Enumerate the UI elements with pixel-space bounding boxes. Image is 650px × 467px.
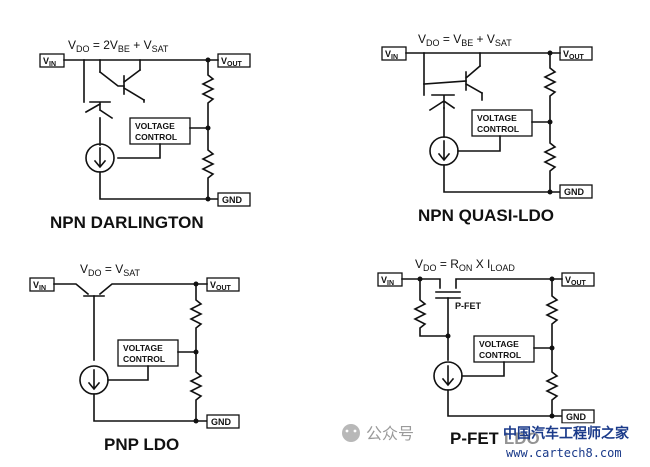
control-label-1: VOLTAGE bbox=[135, 121, 175, 131]
control-label-1: VOLTAGE bbox=[123, 343, 163, 353]
control-label-1: VOLTAGE bbox=[477, 113, 517, 123]
watermark-url: www.cartech8.com bbox=[506, 446, 622, 460]
dropout-equation-2: VDO = VBE + VSAT bbox=[418, 32, 512, 48]
vout-label: VOUT bbox=[221, 56, 243, 68]
gnd-label: GND bbox=[222, 195, 243, 205]
vin-label: VIN bbox=[385, 49, 398, 61]
vout-label: VOUT bbox=[565, 275, 587, 287]
watermark-brand: 中国汽车工程师之家 bbox=[503, 425, 630, 442]
dropout-equation-4: VDO = RON X ILOAD bbox=[415, 257, 515, 273]
control-label-2: CONTROL bbox=[477, 124, 519, 134]
gnd-label: GND bbox=[564, 187, 585, 197]
watermark-text: 公众号 bbox=[366, 424, 414, 443]
circuit-npn-quasi-ldo: VDO = VBE + VSAT VIN VOUT VOLTAGE CONTRO… bbox=[381, 32, 593, 225]
circuit-title: NPN QUASI-LDO bbox=[418, 206, 554, 225]
control-label-2: CONTROL bbox=[135, 132, 177, 142]
gnd-label: GND bbox=[566, 412, 587, 422]
vin-label: VIN bbox=[43, 56, 56, 68]
gnd-label: GND bbox=[211, 417, 232, 427]
dropout-equation-3: VDO = VSAT bbox=[80, 262, 141, 278]
voltage-control-block bbox=[129, 117, 191, 145]
vout-label: VOUT bbox=[563, 49, 585, 61]
circuit-title: PNP LDO bbox=[104, 435, 179, 454]
control-label-1: VOLTAGE bbox=[479, 339, 519, 349]
gnd-terminal bbox=[206, 414, 240, 429]
pfet-label: P-FET bbox=[455, 301, 482, 311]
watermark: 公众号 中国汽车工程师之家 www.cartech8.com bbox=[342, 423, 648, 463]
control-label-2: CONTROL bbox=[479, 350, 521, 360]
circuit-pfet-ldo: VDO = RON X ILOAD VIN VOUT P-FET VOLTAGE… bbox=[377, 257, 595, 448]
circuit-title: NPN DARLINGTON bbox=[50, 213, 204, 232]
dropout-equation-1: VDO = 2VBE + VSAT bbox=[68, 38, 169, 54]
vout-label: VOUT bbox=[210, 280, 232, 292]
circuit-npn-darlington: VDO = 2VBE + VSAT VIN VOUT VOLTAGE CONTR… bbox=[39, 38, 251, 232]
control-label-2: CONTROL bbox=[123, 354, 165, 364]
voltage-control-block bbox=[471, 109, 533, 137]
wechat-icon bbox=[342, 424, 360, 442]
circuit-pnp-ldo: VDO = VSAT VIN VOUT VOLTAGE CONTROL GND … bbox=[29, 262, 240, 454]
gnd-terminal bbox=[559, 184, 593, 199]
vin-label: VIN bbox=[381, 275, 394, 287]
voltage-control-block bbox=[473, 335, 535, 363]
vin-label: VIN bbox=[33, 280, 46, 292]
gnd-terminal bbox=[217, 192, 251, 207]
